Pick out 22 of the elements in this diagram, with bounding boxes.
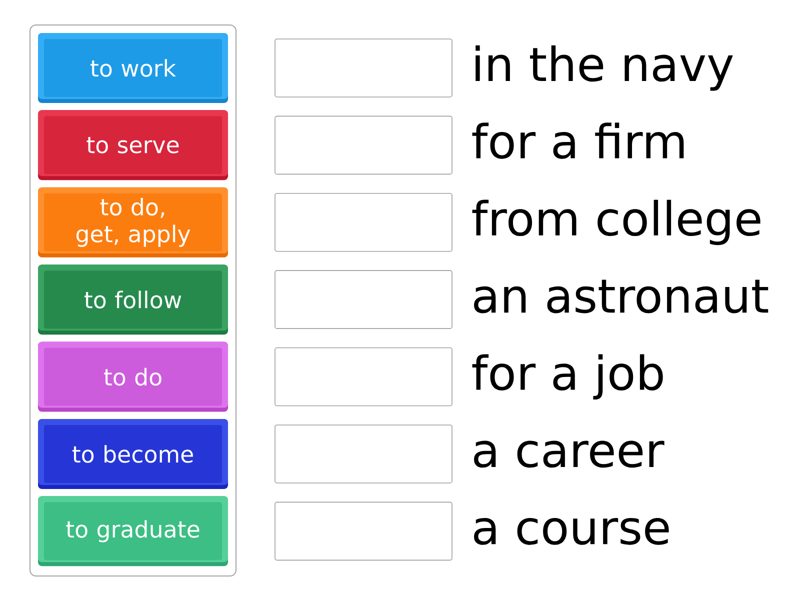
word-tile: to graduate — [38, 496, 228, 566]
answer-box — [274, 192, 452, 252]
answer-box — [274, 347, 452, 406]
word-tile: to serve — [38, 110, 228, 180]
answer-box — [274, 270, 452, 329]
word-tile: to do — [38, 342, 228, 412]
phrase: a course — [474, 518, 669, 545]
word-tile: to work — [38, 33, 228, 103]
answer-box — [274, 502, 452, 561]
word-tile: to become — [38, 418, 228, 489]
panel — [30, 24, 236, 576]
word-tile: to follow — [38, 264, 228, 335]
phrase: a career — [474, 440, 664, 468]
phrase: for a job — [472, 354, 663, 400]
phrase: for a firm — [472, 122, 684, 159]
answer-box — [274, 424, 452, 484]
phrase: from college — [472, 200, 760, 246]
word-tile: to do, get, apply — [38, 187, 228, 258]
answer-box — [274, 116, 452, 175]
answer-box — [274, 38, 452, 98]
phrase: in the navy — [476, 45, 733, 91]
phrase: an astronaut — [474, 280, 768, 314]
